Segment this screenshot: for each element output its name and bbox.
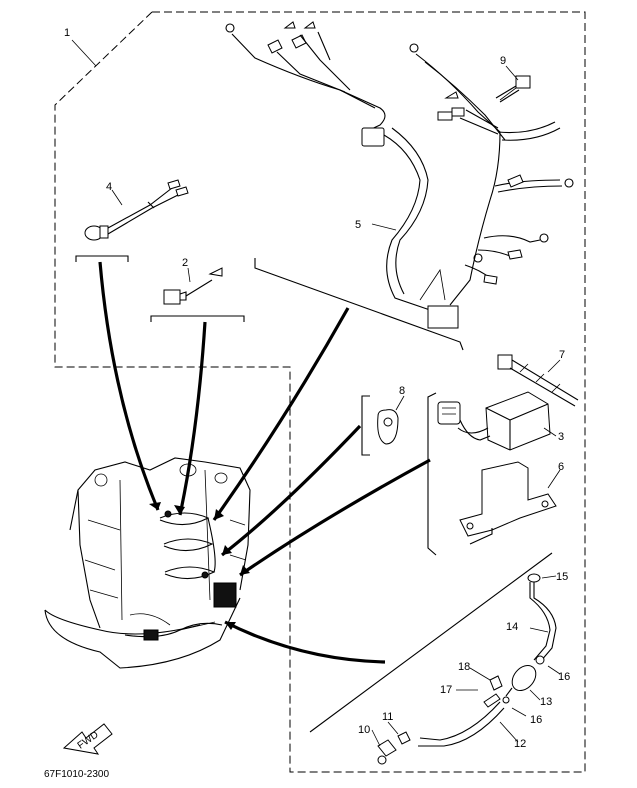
callout-11: 11 xyxy=(382,711,393,723)
callout-3: 3 xyxy=(558,431,564,443)
leader-arrows xyxy=(98,261,431,664)
fuel-parts xyxy=(377,573,557,765)
callout-1: 1 xyxy=(64,27,70,39)
callout-13: 13 xyxy=(540,696,552,708)
callout-14: 14 xyxy=(506,621,518,633)
callout-4: 4 xyxy=(106,181,112,193)
bracket-parts-3-6 xyxy=(427,392,437,556)
callout-2: 2 xyxy=(182,257,188,269)
switch-dot xyxy=(201,571,209,579)
callout-9: 9 xyxy=(500,55,506,67)
fwd-arrow-icon: FWD xyxy=(62,723,113,755)
bracket-part-4 xyxy=(75,255,129,262)
callout-18: 18 xyxy=(458,661,470,673)
part-7-cable-tie xyxy=(497,354,579,407)
callout-leaders xyxy=(71,39,561,747)
part-5-wire-harness xyxy=(225,21,574,329)
callout-5: 5 xyxy=(355,219,361,231)
callout-15: 15 xyxy=(556,571,568,583)
sensor-dot xyxy=(164,510,172,518)
sensor-block xyxy=(143,629,159,641)
callout-17: 17 xyxy=(440,684,452,696)
part-6-bracket xyxy=(459,461,557,545)
engine-block xyxy=(44,457,251,669)
callout-12: 12 xyxy=(514,738,526,750)
bracket-part-5 xyxy=(254,258,464,351)
bracket-fuel-parts xyxy=(309,552,553,733)
part-9-cable-tie xyxy=(495,75,531,103)
callout-16-lower: 16 xyxy=(530,714,542,726)
callout-10: 10 xyxy=(358,724,370,736)
part-8-clamp xyxy=(377,409,399,445)
rectifier-mount-block xyxy=(213,582,237,608)
bracket-part-8 xyxy=(361,395,370,456)
callout-16-upper: 16 xyxy=(558,671,570,683)
bracket-part-2 xyxy=(150,315,245,322)
part-4-sensor-lead xyxy=(84,179,189,241)
part-2-temp-sensor xyxy=(163,267,223,305)
diagram-code: 67F1010-2300 xyxy=(44,769,109,780)
callout-8: 8 xyxy=(399,385,405,397)
part-3-unit xyxy=(437,391,551,451)
callout-7: 7 xyxy=(559,349,565,361)
callout-6: 6 xyxy=(558,461,564,473)
assembly-1-boundary xyxy=(54,11,586,773)
